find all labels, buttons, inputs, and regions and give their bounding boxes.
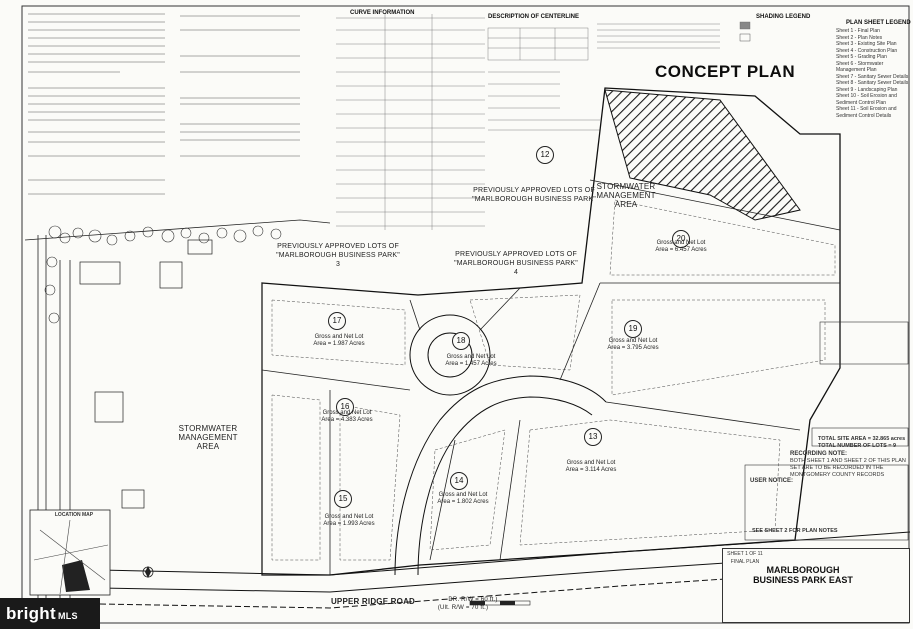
lot-17-area: Gross and Net Lot Area = 1.987 Acres — [313, 334, 365, 347]
ultimate-row: (Ult. R/W = 70 ft.) — [437, 605, 489, 611]
curve-information-title: CURVE INFORMATION — [350, 10, 415, 16]
total-site-area: TOTAL SITE AREA = 32.865 acres — [818, 436, 906, 442]
plan-sheet-item: Sheet 10 - Soil Erosion and Sediment Con… — [836, 93, 897, 106]
lot-18-area: Gross and Net Lot Area = 1.457 Acres — [445, 354, 497, 367]
plan-sheet-legend-title: PLAN SHEET LEGEND — [846, 20, 911, 26]
previously-approved-lots-4: PREVIOUSLY APPROVED LOTS OF "MARLBOROUGH… — [454, 251, 578, 276]
hatched-area — [604, 89, 801, 221]
watermark-suffix: MLS — [57, 611, 78, 621]
plan-sheet-item: Sheet 6 - Stormwater Management Plan — [836, 60, 884, 74]
previously-approved-lots-12: PREVIOUSLY APPROVED LOTS OF "MARLBOROUGH… — [472, 187, 596, 203]
right-info-boxes — [744, 321, 909, 541]
sheet-number: SHEET 1 OF 11 — [727, 551, 763, 557]
lot-20-area: Gross and Net Lot Area = 6.457 Acres — [655, 240, 707, 253]
concept-plan-title: CONCEPT PLAN — [655, 62, 796, 81]
north-arrow — [142, 566, 154, 578]
tree-cluster — [44, 225, 282, 324]
plan-sheet-item: Sheet 5 - Grading Plan — [836, 54, 887, 60]
recording-note-body: BOTH SHEET 1 AND SHEET 2 OF THIS PLAN SE… — [790, 458, 906, 478]
plan-sheet-item: Sheet 2 - Plan Notes — [836, 34, 883, 41]
lot-19-area: Gross and Net Lot Area = 3.795 Acres — [607, 338, 659, 351]
recording-note-title: RECORDING NOTE: — [790, 451, 847, 457]
upper-ridge-road-label: UPPER RIDGE ROAD — [330, 597, 416, 606]
lot-number-14: 14 — [450, 472, 468, 490]
location-map-title: LOCATION MAP — [54, 512, 94, 518]
lot-15-area: Gross and Net Lot Area = 1.993 Acres — [323, 514, 375, 527]
sheet-border — [21, 5, 910, 624]
lot-number-18: 18 — [452, 332, 470, 350]
lot-16-area: Gross and Net Lot Area = 4.383 Acres — [321, 410, 373, 423]
lot-number-15: 15 — [334, 490, 352, 508]
cul-de-sac-road — [394, 314, 607, 576]
lot-number-12: 12 — [536, 146, 554, 164]
lot-number-16: 16 — [336, 398, 354, 416]
property-boundary — [261, 87, 841, 576]
header-notes — [597, 21, 751, 49]
lot-14-area: Gross and Net Lot Area = 1.802 Acres — [437, 492, 489, 505]
certificate-text-block — [28, 13, 300, 195]
title-block: SHEET 1 OF 11 FINAL PLAN MARLBOROUGH BUS… — [722, 548, 910, 623]
plan-sheet-item: Sheet 3 - Existing Site Plan — [836, 41, 897, 47]
lot-number-17: 17 — [328, 312, 346, 330]
see-sheet-note: SEE SHEET 2 FOR PLAN NOTES — [752, 528, 838, 534]
scale-bar — [469, 600, 531, 606]
lot-number-19: 19 — [624, 320, 642, 338]
user-notice: USER NOTICE: — [750, 478, 908, 485]
plan-sheet-item: Sheet 8 - Sanitary Sewer Details — [836, 80, 909, 86]
centerline-table — [487, 27, 600, 131]
upper-ridge-row: DR. R/W = 60 ft.) — [448, 597, 498, 603]
centerline-description-title: DESCRIPTION OF CENTERLINE — [488, 14, 580, 20]
plan-sheet-item: Sheet 7 - Sanitary Sewer Details — [836, 73, 909, 80]
previously-approved-lots-3: PREVIOUSLY APPROVED LOTS OF "MARLBOROUGH… — [276, 243, 400, 268]
stormwater-area-west: STORMWATER MANAGEMENT AREA — [178, 424, 238, 451]
project-name: MARLBOROUGH BUSINESS PARK EAST — [753, 565, 853, 585]
lot-number-20: 20 — [672, 230, 690, 248]
plan-sheet-item: Sheet 11 - Soil Erosion and Sediment Con… — [836, 106, 897, 119]
lot-number-13: 13 — [584, 428, 602, 446]
plan-sheet-item: Sheet 4 - Construction Plan — [836, 47, 898, 54]
watermark-brand: bright — [6, 604, 56, 623]
plan-sheet-item: Sheet 9 - Landscaping Plan — [836, 86, 898, 93]
stormwater-area-east: STORMWATER MANAGEMENT AREA — [596, 182, 656, 209]
shading-legend-title: SHADING LEGEND — [756, 14, 811, 20]
lot-lines — [261, 179, 841, 575]
location-map-inset — [29, 509, 111, 596]
lot-13-area: Gross and Net Lot Area = 3.114 Acres — [565, 460, 617, 473]
building-setbacks — [271, 199, 836, 561]
total-lots: TOTAL NUMBER OF LOTS = 9 — [818, 443, 897, 449]
plan-type: FINAL PLAN — [730, 559, 760, 565]
user-notice-title: USER NOTICE: — [750, 478, 794, 484]
curve-table — [336, 14, 485, 230]
recording-note: RECORDING NOTE: BOTH SHEET 1 AND SHEET 2… — [790, 451, 908, 479]
existing-buildings-west — [79, 239, 213, 509]
plan-sheet-item: Sheet 1 - Final Plan — [836, 28, 880, 34]
